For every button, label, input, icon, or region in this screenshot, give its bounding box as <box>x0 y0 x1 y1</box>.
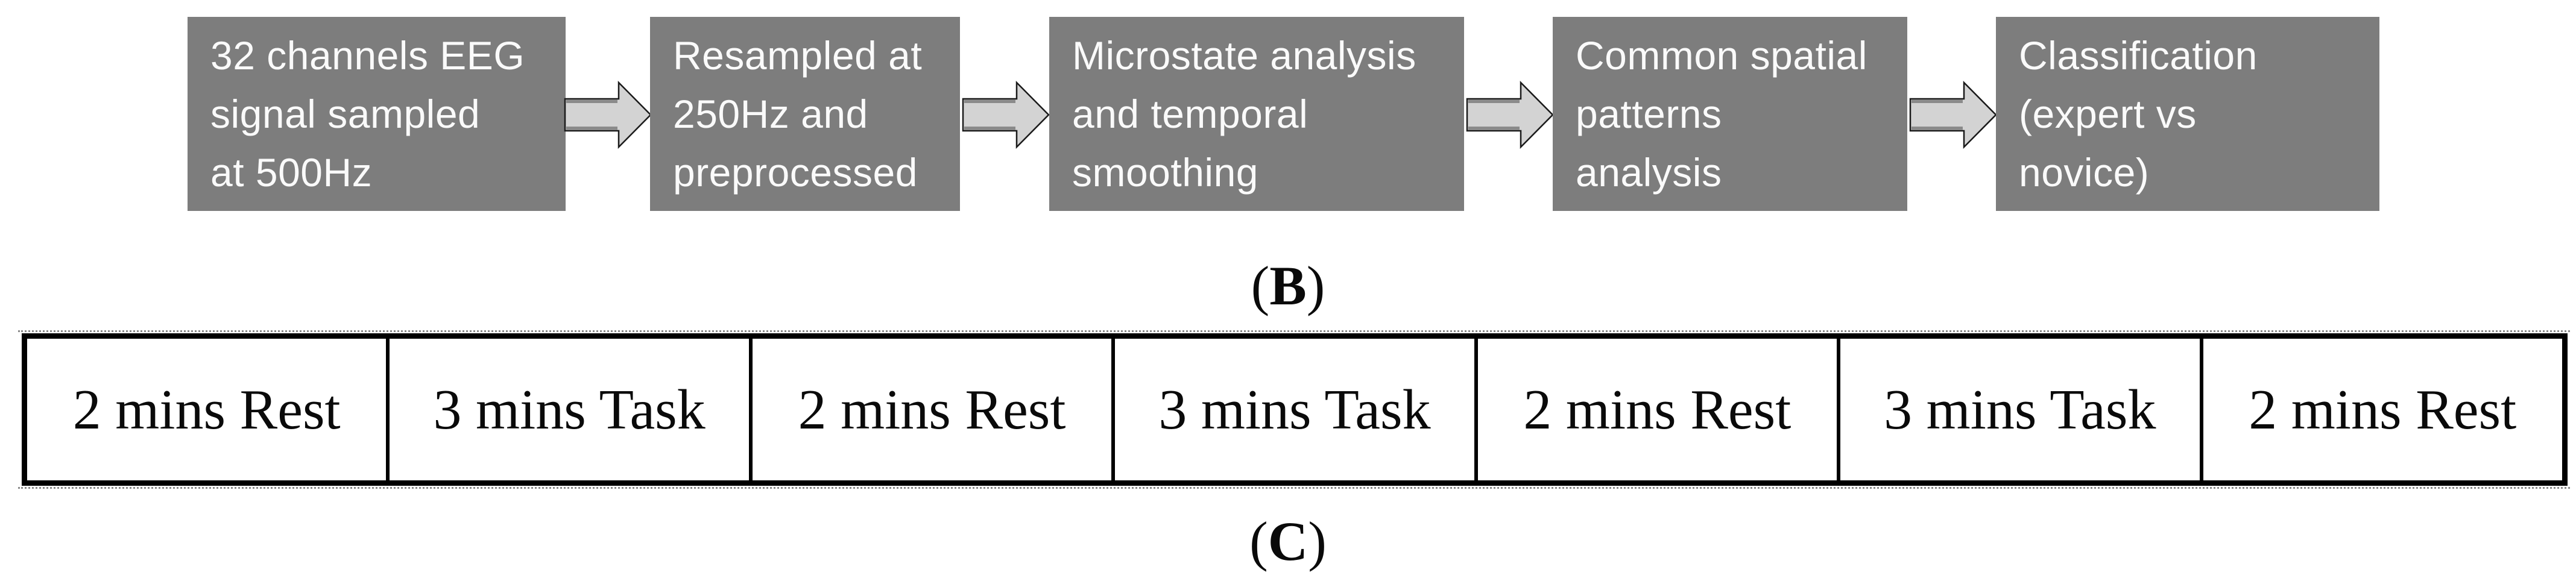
panel-label-b-open: ( <box>1251 255 1270 316</box>
timeline-cell: 2 mins Rest <box>748 339 1111 480</box>
panel-label-c-open: ( <box>1249 510 1268 572</box>
panel-label-b: (B) <box>0 258 2576 313</box>
timeline-cell: 2 mins Rest <box>2199 339 2562 480</box>
flow-arrow-icon <box>1909 81 1997 149</box>
panel-label-c: (C) <box>0 513 2576 569</box>
timeline-cell: 2 mins Rest <box>72 378 341 441</box>
flow-arrow-icon <box>1466 81 1554 149</box>
table-bottom-hairline <box>18 487 2570 489</box>
panel-label-b-letter: B <box>1269 255 1307 316</box>
timeline-cell: 2 mins Rest <box>1474 339 1837 480</box>
flow-step-classification: Classification (expert vs novice) <box>1996 17 2379 211</box>
panel-label-c-close: ) <box>1308 510 1327 572</box>
flow-step-csp-analysis: Common spatial patterns analysis <box>1553 17 1907 211</box>
timeline-cell: 3 mins Task <box>386 339 748 480</box>
flow-step-resampling: Resampled at 250Hz and preprocessed <box>650 17 960 211</box>
flow-arrow-icon <box>962 81 1050 149</box>
table-top-hairline <box>18 330 2570 332</box>
flow-arrow-icon <box>564 81 652 149</box>
timeline-cell: 3 mins Task <box>1837 339 2199 480</box>
panel-label-b-close: ) <box>1306 255 1325 316</box>
experiment-timeline-table: 2 mins Rest 3 mins Task 2 mins Rest 3 mi… <box>22 333 2568 486</box>
flow-step-eeg-acquisition: 32 channels EEG signal sampled at 500Hz <box>188 17 566 211</box>
timeline-cell: 3 mins Task <box>1111 339 1474 480</box>
panel-label-c-letter: C <box>1267 510 1309 572</box>
flow-step-microstate-analysis: Microstate analysis and temporal smoothi… <box>1049 17 1464 211</box>
